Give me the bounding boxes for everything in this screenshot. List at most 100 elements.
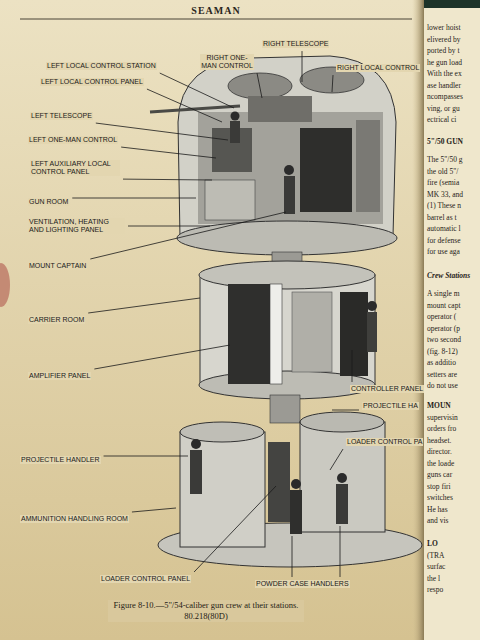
callout-label: LOADER CONTROL PANEL [100,575,191,583]
page-text: elivered by [427,36,461,44]
callout-label: PROJECTILE HANDLER [20,456,101,464]
page-text: the loade [427,460,454,468]
page-text: lower hoist [427,24,461,32]
leader-line [104,456,188,457]
crew-head [367,301,377,311]
page-text: operator ( [427,313,456,321]
leader-line [88,298,200,313]
crew-head [337,473,347,483]
page-text: MK 33, and [427,191,463,199]
callout-label: RIGHT LOCAL CONTROL [336,64,420,72]
figure-caption: Figure 8-10.—5"/54-caliber gun crew at t… [108,600,304,622]
page-text: for use aga [427,248,460,256]
page-text: he gun load [427,59,462,67]
lower-column [270,395,300,423]
callout-label: MOUNT CAPTAIN [28,262,87,270]
page-text: the old 5"/ [427,168,458,176]
callout-label: AMPLIFIER PANEL [28,372,91,380]
amplifier-panel [228,284,270,384]
page-text: automatic l [427,225,461,233]
amplifier-panel-side [270,284,282,384]
page-text: LO [427,540,438,548]
page-text: ase handler [427,82,461,90]
telescope-tube [150,106,240,112]
page-text: barrel as t [427,214,457,222]
page-text: (TRA [427,552,445,560]
page-text: operator (p [427,325,460,333]
page-text: setters are [427,371,457,379]
page-text: headset. [427,437,451,445]
controller-panel [340,292,368,376]
page-text: (1) These n [427,202,461,210]
callout-label: CARRIER ROOM [28,316,85,324]
page-text: guns car [427,471,452,479]
crew-body [336,484,348,524]
leader-line [147,89,222,122]
leader-line [72,198,196,199]
leader-line [121,147,216,158]
gun-house-shield [178,56,396,248]
page-text: ving, or gu [427,105,460,113]
page-text: ectrical ci [427,116,456,124]
crew-head [231,112,240,121]
page-text: two second [427,336,461,344]
callout-label: RIGHT TELESCOPE [262,40,329,48]
callout-label: POWDER CASE HANDLERS [255,580,350,588]
leader-line [257,73,262,98]
rammer-housing [300,128,352,212]
running-head: SEAMAN [191,5,240,16]
leader-line [132,508,176,512]
page-text: ncompasses [427,93,463,101]
right-drum-top [300,412,384,432]
page-text: surfac [427,563,445,571]
page-text: for defense [427,237,461,245]
leader-line [128,226,210,227]
callout-label: GUN ROOM [28,198,69,206]
crew-head [284,165,294,175]
gun-room-interior [198,112,383,224]
left-hoist-drum [180,432,265,547]
left-page [0,0,424,640]
callout-label: RIGHT ONE-MAN CONTROL [200,54,254,70]
callout-label: PROJECTILE HA [362,402,419,410]
header-rule [20,19,412,20]
page-text: A single m [427,290,460,298]
hoist-machinery [292,292,332,372]
page-text: stop firi [427,483,451,491]
leader-line [340,526,341,577]
thumb [0,263,10,307]
loader-control-panel [268,442,290,522]
carrier-room-top [199,261,375,289]
crew-head [291,479,301,489]
page-text: 5"/50 GUN [427,138,463,146]
crew-body [284,176,295,214]
left-drum-top [180,422,264,442]
right-control-panel [356,120,380,212]
page-text: MOUN [427,402,451,410]
leader-line [332,75,333,92]
crew-head [191,439,201,449]
leader-line [292,536,293,577]
callout-label: LEFT AUXILIARY LOCAL CONTROL PANEL [30,160,120,176]
ventilation-panel [205,180,255,220]
left-gun-breech [228,73,292,99]
leader-line [302,51,303,82]
callout-label: LOADER CONTROL PA [346,438,423,446]
page-text: do not use [427,382,458,390]
page-text: supervisin [427,414,458,422]
slide-housing [248,96,312,122]
crew-body [290,490,302,534]
crew-body [190,450,202,494]
page-text: (fig. 8-12) [427,348,458,356]
page-text: as additio [427,359,456,367]
callout-label: LEFT ONE-MAN CONTROL [28,136,118,144]
leader-line [332,410,359,411]
page-text: He has [427,506,448,514]
page-text: mount capt [427,302,461,310]
page-text: respo [427,586,443,594]
leader-line [352,350,353,382]
callout-label: AMMUNITION HANDLING ROOM [20,515,129,523]
right-page [424,8,480,640]
page-text: The 5"/50 g [427,156,463,164]
